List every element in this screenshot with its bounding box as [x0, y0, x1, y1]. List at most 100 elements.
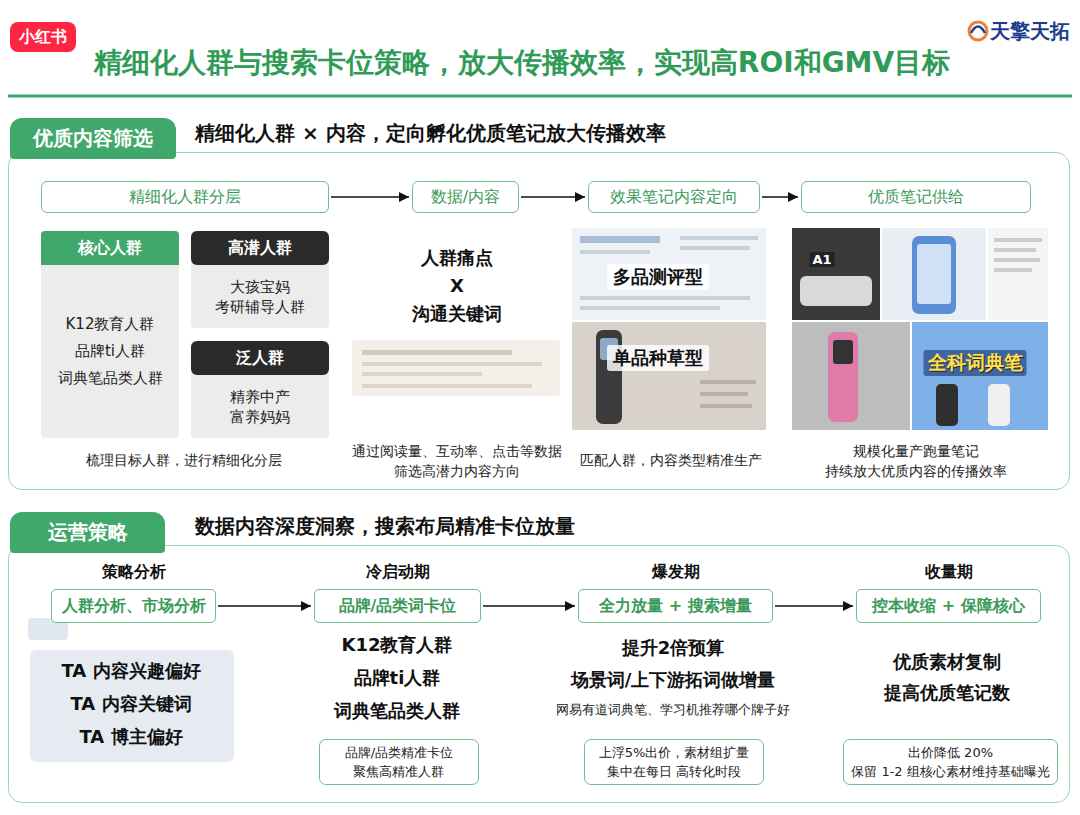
blurred-line — [362, 384, 532, 388]
pen-device — [936, 384, 958, 426]
flow-arrow — [521, 196, 585, 198]
node-text: 精细化人群 × 内容，定向孵化优质笔记放大传播效率 — [195, 120, 666, 147]
flow-arrow — [331, 196, 409, 198]
slide-title: 精细化人群与搜索卡位策略，放大传播效率，实现高ROI和GMV目标 — [94, 44, 950, 82]
node-text: 人群分析、市场分析 — [62, 596, 206, 617]
step-box: 精细化人群分层 — [41, 181, 329, 213]
node-text: 小红书 — [19, 27, 67, 48]
node-text: 高潜人群 — [191, 231, 329, 265]
node-text: 收量期 — [827, 562, 1070, 583]
node-text: 全力放量 + 搜索增量 — [599, 596, 752, 617]
text-label: 规模化量产跑量笔记 持续放大优质内容的传播效率 — [825, 441, 1007, 481]
note-image — [572, 322, 766, 430]
image-detail — [994, 248, 1036, 252]
text-label: 通过阅读量、互动率、点击等数据 筛选高潜力内容方向 — [352, 441, 562, 481]
text-label: 梳理目标人群，进行精细化分层 — [86, 450, 282, 470]
text-label: 匹配人群，内容类型精准生产 — [580, 450, 762, 470]
section-tab: 优质内容筛选 — [10, 118, 176, 159]
node-text: 大孩宝妈 考研辅导人群 — [191, 265, 329, 328]
audience-card: 泛人群精养中产 富养妈妈 — [191, 341, 329, 438]
phase-box: 策略分析人群分析、市场分析 — [51, 589, 216, 623]
text-label: 提高优质笔记数 — [884, 682, 1010, 704]
pen-screen — [833, 340, 853, 364]
audience-card: 核心人群K12教育人群 品牌ti人群 词典笔品类人群 — [41, 231, 179, 438]
pen-device — [828, 332, 858, 422]
text-line: 出价降低 20% — [908, 743, 993, 762]
text-label: 优质素材复制 — [893, 651, 1001, 673]
text-line: 富养妈妈 — [230, 407, 290, 427]
text-label: 品牌ti人群 — [354, 667, 441, 689]
blurred-line — [362, 350, 512, 355]
image-detail — [580, 306, 720, 310]
text-line: 保留 1-2 组核心素材维持基础曝光 — [851, 762, 1050, 781]
text-label: X — [450, 275, 464, 297]
text-line: 上浮5%出价，素材组扩量 — [599, 743, 750, 762]
image-detail — [700, 380, 756, 384]
step-box: 效果笔记内容定向 — [588, 181, 760, 213]
logo-badge: 小红书 — [10, 22, 76, 52]
node-text: 泛人群 — [191, 341, 329, 375]
step-box: 数据/内容 — [412, 181, 519, 213]
text-label: 多品测评型 — [607, 264, 709, 290]
blurred-image — [30, 650, 234, 762]
node-text: 冷启动期 — [285, 562, 510, 583]
blurred-line — [362, 362, 542, 366]
brand-icon — [971, 27, 985, 34]
image-detail — [580, 250, 650, 254]
note-image — [912, 322, 1048, 430]
section-tab: 运营策略 — [10, 512, 165, 553]
title-rule — [8, 95, 1072, 98]
text-label: 天擎天拓 — [990, 18, 1070, 45]
text-label: 场景词/上下游拓词做增量 — [571, 669, 776, 691]
node-text: 精养中产 富养妈妈 — [191, 375, 329, 438]
node-text: 策略分析 — [22, 562, 245, 583]
note-box: 上浮5%出价，素材组扩量 集中在每日 高转化时段 — [584, 739, 764, 785]
note-image — [792, 228, 880, 320]
node-text: 品牌/品类词卡位 — [339, 596, 457, 617]
image-detail — [580, 236, 660, 243]
note-image — [882, 228, 986, 320]
image-detail — [680, 236, 758, 240]
image-detail — [994, 238, 1042, 242]
node-text: 效果笔记内容定向 — [610, 187, 738, 208]
text-line: 集中在每日 高转化时段 — [607, 762, 741, 781]
text-label: TA 博主偏好 — [79, 726, 182, 748]
section-panel: 精细化人群 × 内容，定向孵化优质笔记放大传播效率精细化人群分层数据/内容效果笔… — [8, 152, 1070, 490]
pen-device — [988, 384, 1010, 426]
image-detail — [700, 404, 752, 408]
text-line: K12教育人群 — [66, 311, 155, 338]
text-line: 持续放大优质内容的传播效率 — [825, 461, 1007, 481]
node-text: 优质笔记供给 — [868, 187, 964, 208]
text-line: 筛选高潜力内容方向 — [394, 461, 520, 481]
node-text: 数据内容深度洞察，搜索布局精准卡位放量 — [195, 513, 575, 540]
node-text: 爆发期 — [549, 562, 802, 583]
note-image — [572, 228, 766, 320]
node-text: 核心人群 — [41, 231, 179, 265]
flow-arrow — [762, 196, 798, 198]
note-image — [792, 322, 910, 430]
text-label: TA 内容兴趣偏好 — [61, 660, 200, 682]
phase-box: 收量期控本收缩 + 保障核心 — [856, 589, 1041, 623]
text-label: 词典笔品类人群 — [334, 700, 460, 722]
text-label: 全科词典笔 — [924, 350, 1027, 376]
text-label: 人群痛点 — [421, 247, 493, 269]
note-box: 品牌/品类精准卡位 聚焦高精准人群 — [319, 739, 479, 785]
text-line: 聚焦高精准人群 — [353, 762, 444, 781]
text-line: 大孩宝妈 — [230, 277, 290, 297]
flow-arrow — [218, 605, 311, 607]
text-label: 沟通关键词 — [412, 303, 502, 325]
text-label: A1 — [809, 252, 834, 267]
text-label: 单品种草型 — [607, 345, 709, 371]
node-text: 精细化人群分层 — [129, 187, 241, 208]
flow-arrow — [775, 605, 853, 607]
blurred-doc — [352, 340, 560, 396]
brand-icon — [969, 22, 987, 40]
node-text: 运营策略 — [48, 519, 128, 546]
text-line: 品牌ti人群 — [75, 338, 145, 365]
flow-arrow — [483, 605, 575, 607]
text-label: 网易有道词典笔、学习机推荐哪个牌子好 — [556, 701, 790, 719]
blurred-line — [362, 372, 482, 376]
note-box: 出价降低 20% 保留 1-2 组核心素材维持基础曝光 — [843, 739, 1058, 785]
